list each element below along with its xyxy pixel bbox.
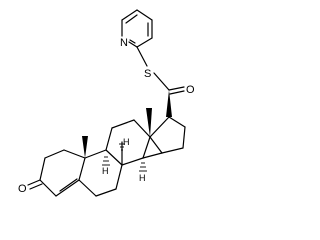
ketone-oxygen-label: O [18, 183, 27, 195]
pyridine-nitrogen-label: N [120, 37, 128, 49]
a-ring [39, 149, 86, 197]
sulfur-carbonyl-bond [153, 72, 170, 91]
pyridyl-sulfur-bond [136, 46, 148, 67]
c9-hydrogen-hash [102, 156, 110, 166]
c18-methyl-wedge [146, 108, 152, 137]
c8-hydrogen-label: H [123, 137, 130, 147]
carbonyl-double-bond-b [169, 90, 185, 95]
carbonyl-double-bond-a [168, 86, 185, 91]
c19-methyl-wedge [82, 136, 88, 158]
c-ring [105, 119, 163, 166]
structure-canvas: N S O [18, 9, 195, 197]
c9-hydrogen-label: H [102, 166, 109, 176]
ketone-double-bond-a [27, 179, 41, 186]
pyridine-ring [121, 9, 153, 48]
ketone-double-bond-b [29, 183, 43, 190]
carbonyl-oxygen-label: O [186, 84, 195, 96]
c14-hydrogen-label: H [139, 173, 146, 183]
thioester-sulfur-label: S [144, 68, 151, 80]
c14-hydrogen-hash [139, 162, 147, 172]
c17-wedge-bond [166, 90, 172, 117]
b-ring [78, 149, 123, 197]
c8-hydrogen-hash [119, 141, 125, 166]
chemical-structure: N S O [18, 9, 195, 197]
d-ring [149, 116, 186, 154]
